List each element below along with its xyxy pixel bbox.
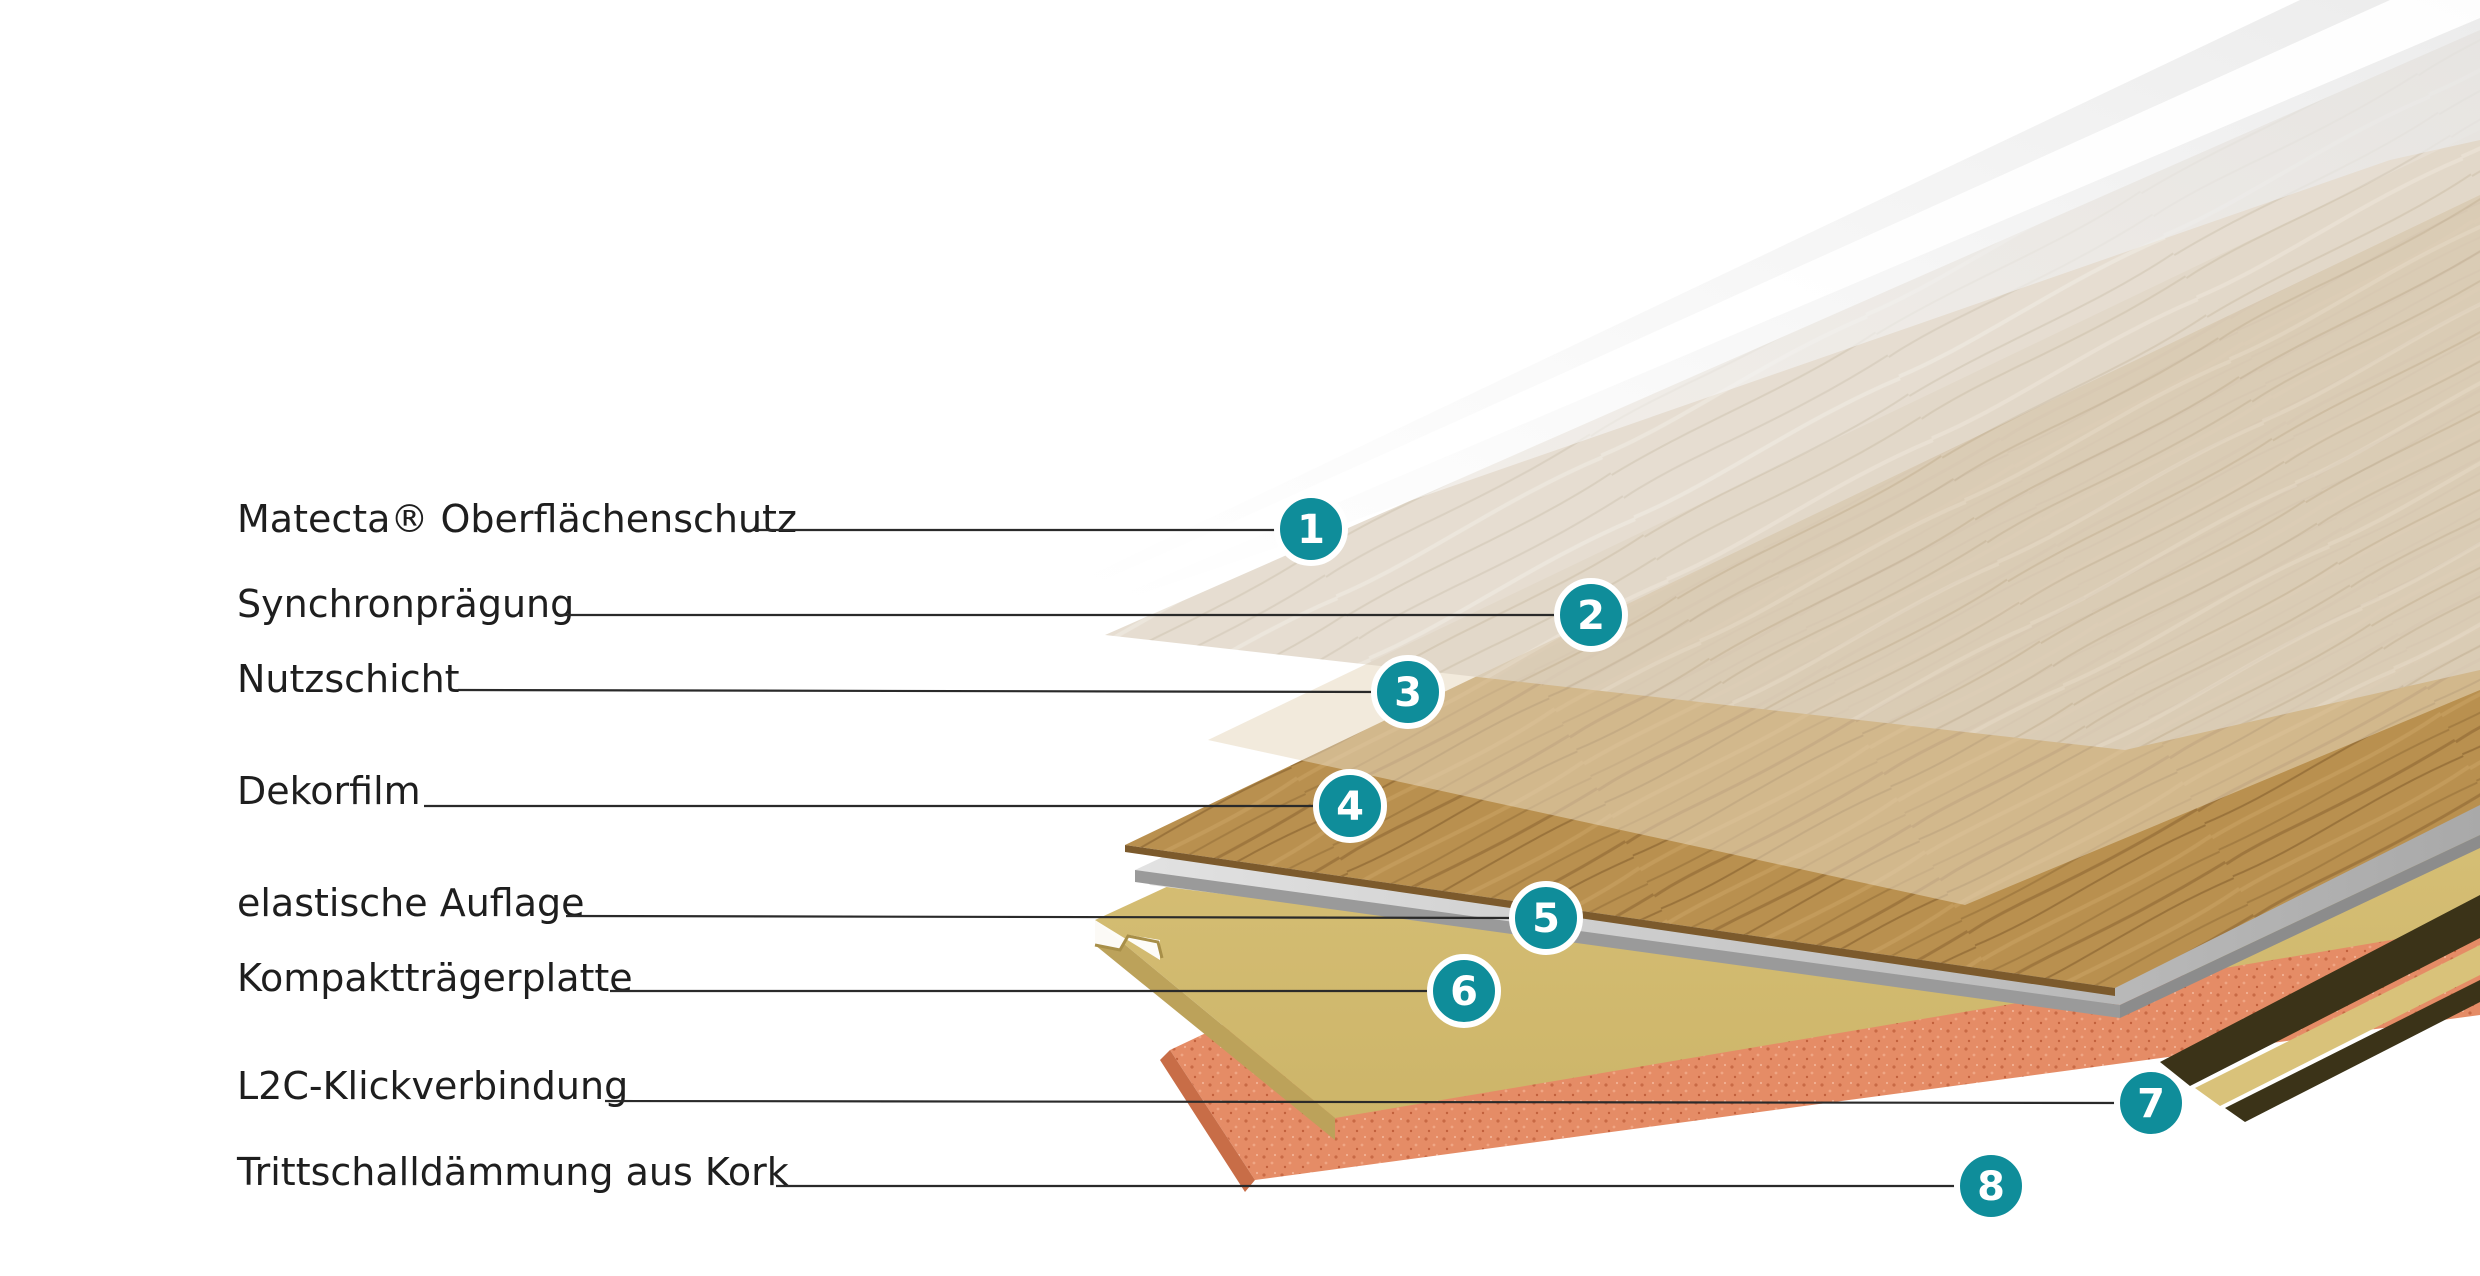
layer-2-badge [1554,578,1628,652]
layer-3-leader [457,688,1388,694]
layer-4-callout: Dekorfilm 4 [237,769,1387,843]
layer-2-number: 2 [1577,593,1605,639]
layer-1-label: Matecta® Oberflächenschutz [237,497,797,541]
layer-4-number: 4 [1336,784,1364,830]
layer-2-callout: Synchronprägung 2 [237,578,1628,652]
layer-7-number: 7 [2137,1081,2165,1127]
layer-3-callout: Nutzschicht 3 [237,655,1445,729]
layer-8-callout: Trittschalldämmung aus Kork 8 [236,1149,2028,1223]
layer-6-number: 6 [1450,969,1478,1015]
layer-7-label: L2C-Klickverbindung [237,1064,628,1108]
layer-5-callout: elastische Auflage 5 [237,881,1583,955]
layer-8-badge [1954,1149,2028,1223]
layer-3-badge [1371,655,1445,729]
layer-1-callout: Matecta® Oberflächenschutz 1 [237,492,1348,566]
layer-1-badge [1274,492,1348,566]
layer-8-number: 8 [1977,1164,2005,1210]
layer-7-badge [2114,1066,2188,1140]
layer-5-label: elastische Auflage [237,881,585,925]
layer-6-badge [1427,954,1501,1028]
layer-2-label: Synchronprägung [237,582,574,626]
layer-6-label: Kompaktträgerplatte [237,956,633,1000]
surface-protection-layer [1090,0,2480,600]
layer-7-leader [604,1099,2131,1105]
layer-5-number: 5 [1532,896,1560,942]
layer-4-label: Dekorfilm [237,769,421,813]
layer-1-number: 1 [1297,507,1325,553]
layer-3-label: Nutzschicht [237,657,460,701]
layer-3-number: 3 [1394,670,1422,716]
layer-5-leader [565,914,1526,920]
layer-6-callout: Kompaktträgerplatte 6 [237,954,1501,1028]
layer-5-badge [1509,881,1583,955]
layer-4-badge [1313,769,1387,843]
layer-7-callout: L2C-Klickverbindung 7 [237,1064,2188,1140]
layer-8-label: Trittschalldämmung aus Kork [236,1150,789,1194]
